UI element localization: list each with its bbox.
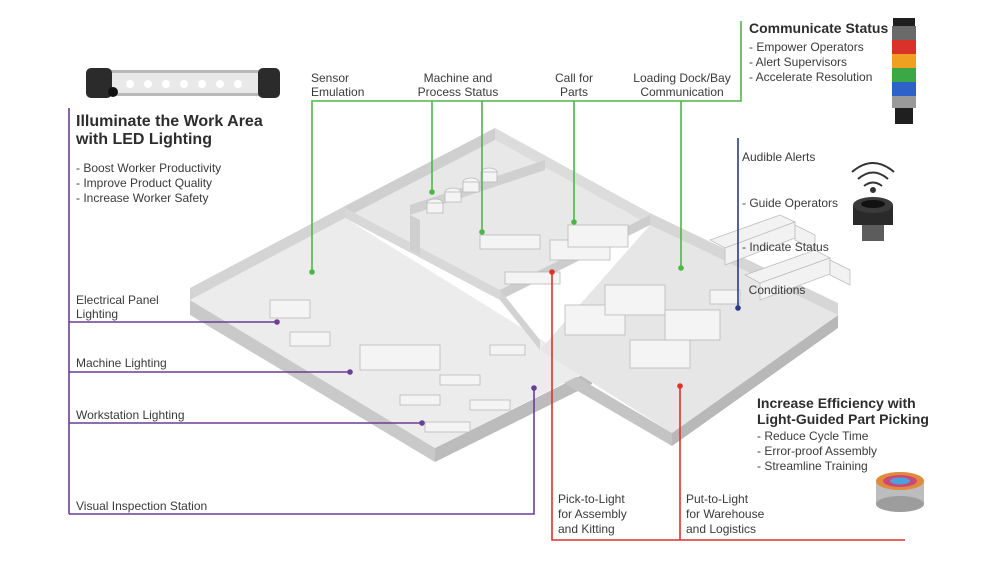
- led-light-bar-icon: [86, 68, 280, 98]
- list-item: - Error-proof Assembly: [757, 444, 878, 458]
- led-heading: Illuminate the Work Area with LED Lighti…: [76, 113, 263, 148]
- list-item: - Increase Worker Safety: [76, 191, 209, 205]
- led-benefits-list: - Boost Worker Productivity - Improve Pr…: [76, 161, 221, 206]
- visual-inspection-label: Visual Inspection Station: [76, 499, 208, 513]
- list-item: - Alert Supervisors: [749, 55, 848, 69]
- floor-plan: [190, 128, 851, 462]
- purple-callout-lines: [68, 108, 535, 515]
- pick-to-light-sensor-icon: [876, 472, 924, 512]
- trucks: [709, 214, 851, 301]
- audible-buzzer-icon: [853, 197, 893, 241]
- list-item: - Streamline Training: [757, 459, 868, 473]
- wireless-signal-icon: [851, 162, 895, 193]
- communicate-status-heading: Communicate Status: [749, 20, 889, 36]
- communicate-status-list: - Empower Operators - Alert Supervisors …: [749, 40, 872, 85]
- list-item: - Reduce Cycle Time: [757, 429, 869, 443]
- list-item: - Empower Operators: [749, 40, 864, 54]
- main-floor: [190, 218, 590, 448]
- efficiency-list: - Reduce Cycle Time - Error-proof Assemb…: [757, 429, 877, 474]
- green-callout-lines: [311, 21, 742, 272]
- stack-light-tower-icon: [892, 18, 916, 124]
- audible-alerts-heading: Audible Alerts: [742, 150, 816, 164]
- list-item: - Improve Product Quality: [76, 176, 213, 190]
- efficiency-heading: Increase Efficiency with Light-Guided Pa…: [757, 395, 929, 427]
- list-item: - Boost Worker Productivity: [76, 161, 222, 175]
- list-item: - Indicate Status: [742, 239, 829, 254]
- list-item: - Accelerate Resolution: [749, 70, 873, 84]
- audible-alerts-list: - Guide Operators - Indicate Status Cond…: [742, 167, 838, 312]
- machine-lighting-label: Machine Lighting: [76, 356, 167, 370]
- workstation-lighting-label: Workstation Lighting: [76, 408, 185, 422]
- red-callout-lines: [551, 272, 905, 541]
- list-item: - Guide Operators: [742, 196, 839, 210]
- list-item: Conditions: [742, 283, 806, 297]
